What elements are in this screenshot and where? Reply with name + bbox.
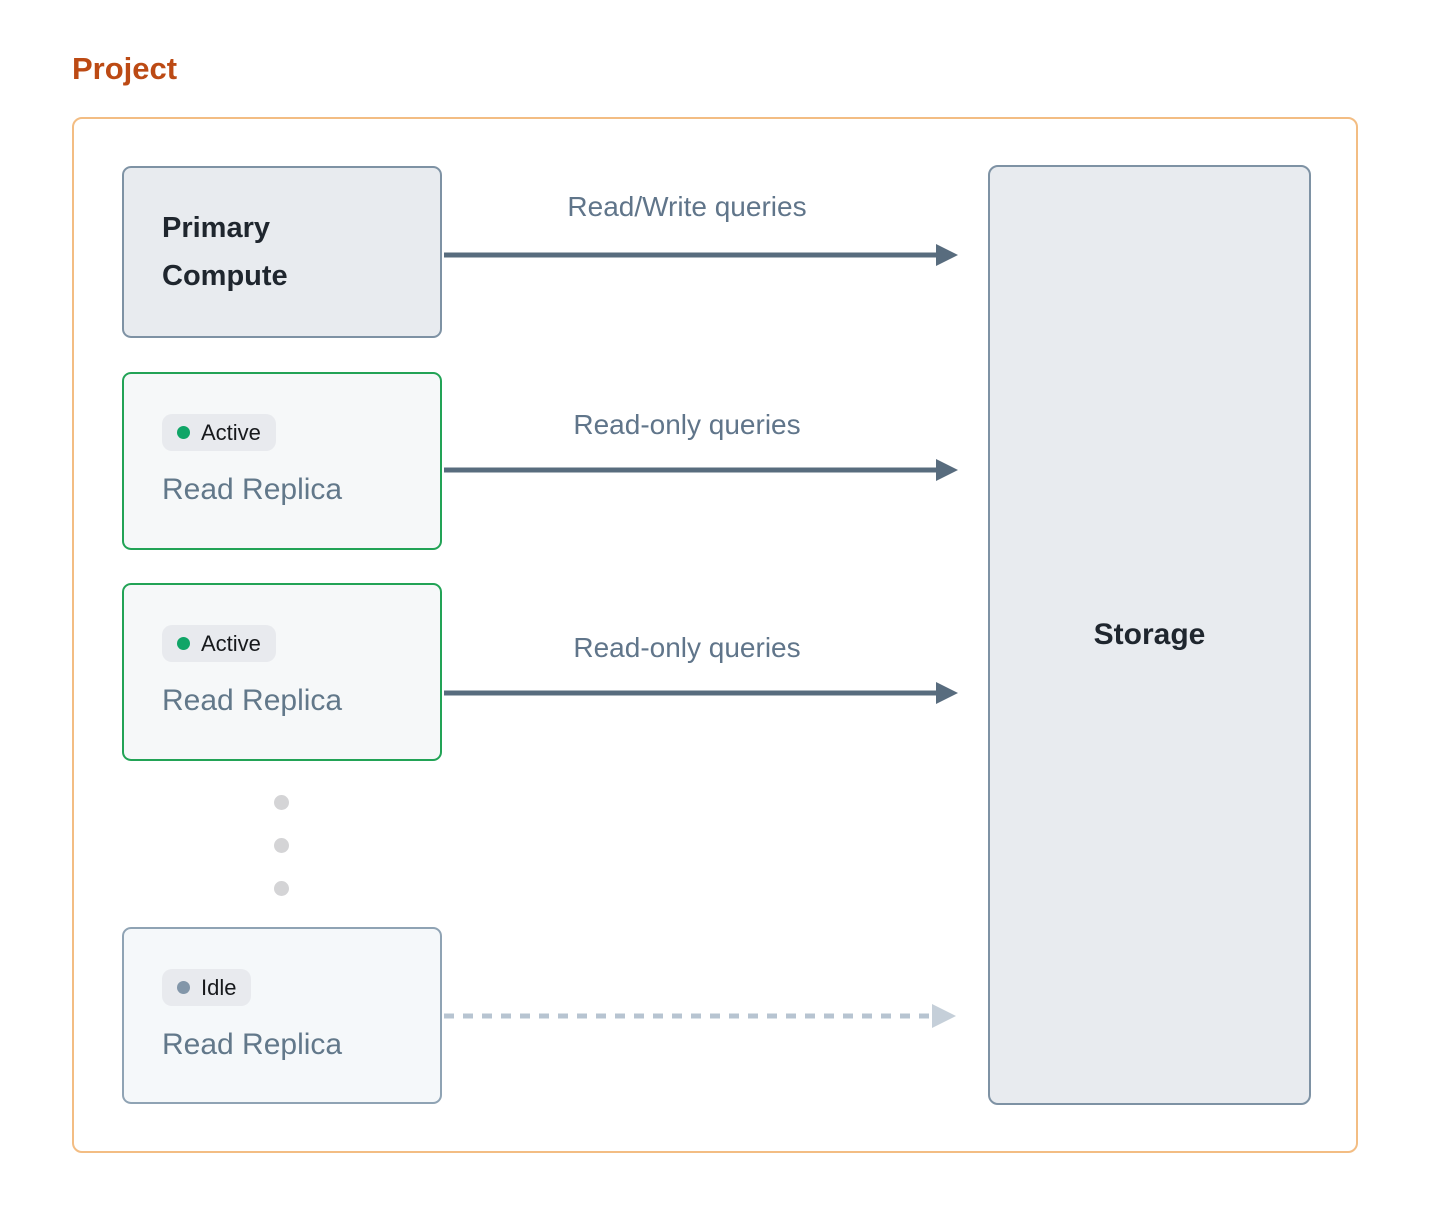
status-badge-idle: Idle xyxy=(162,969,252,1006)
edge-label-read-only-1: Read-only queries xyxy=(573,409,801,440)
read-replica-node-2: Active Read Replica xyxy=(122,583,442,761)
arrow-right-icon xyxy=(936,459,958,481)
primary-compute-node: Primary Compute xyxy=(122,166,442,338)
status-badge-active-2: Active xyxy=(162,625,276,662)
more-replicas-ellipsis xyxy=(274,795,289,896)
active-status-dot-icon xyxy=(177,426,190,439)
primary-compute-label: Primary Compute xyxy=(162,212,288,292)
storage-label: Storage xyxy=(1093,618,1206,651)
read-replica-node-1: Active Read Replica xyxy=(122,372,442,550)
replica-label: Read Replica xyxy=(162,684,343,717)
storage-node: Storage xyxy=(988,165,1311,1105)
arrow-right-icon xyxy=(936,244,958,266)
ellipsis-dot-icon xyxy=(274,881,289,896)
status-badge-label: Active xyxy=(201,419,261,445)
status-badge-label: Idle xyxy=(201,974,237,1000)
status-badge-label: Active xyxy=(201,630,261,656)
idle-status-dot-icon xyxy=(177,981,190,994)
read-replica-node-idle: Idle Read Replica xyxy=(122,927,442,1104)
replica-label: Read Replica xyxy=(162,1028,343,1061)
edge-label-read-only-2: Read-only queries xyxy=(573,632,801,663)
ellipsis-dot-icon xyxy=(274,838,289,853)
arrow-right-icon xyxy=(932,1004,956,1028)
project-container: Read/Write queries Read-only queries Rea… xyxy=(72,117,1358,1153)
edge-label-read-write: Read/Write queries xyxy=(567,191,807,222)
ellipsis-dot-icon xyxy=(274,795,289,810)
replica-label: Read Replica xyxy=(162,473,343,506)
arrow-right-icon xyxy=(936,682,958,704)
page-title: Project xyxy=(72,51,178,86)
status-badge-active-1: Active xyxy=(162,414,276,451)
active-status-dot-icon xyxy=(177,637,190,650)
